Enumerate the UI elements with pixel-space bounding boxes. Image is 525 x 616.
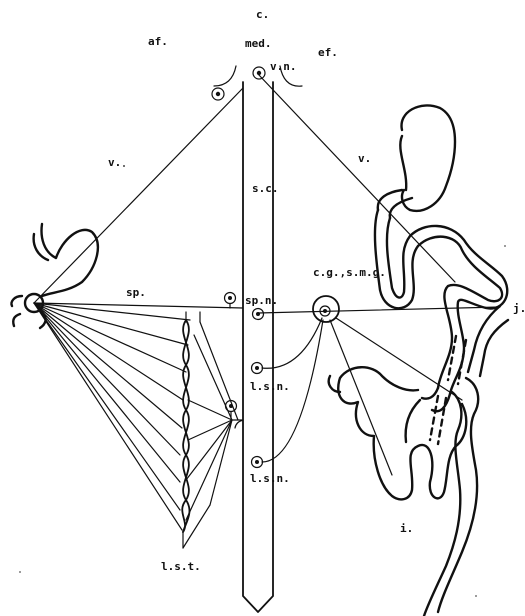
label-lsn-lower: l.s.n. — [250, 472, 290, 485]
neuron-sp-upper — [225, 293, 236, 309]
label-j: j. — [513, 302, 525, 315]
spinal-cord — [214, 66, 302, 612]
celiac-ganglion — [262, 296, 462, 475]
label-af: af. — [148, 35, 168, 48]
labels: c. af. med. ef. v.n. v. v. s.c. sp. sp.n… — [108, 8, 525, 573]
nerve-fan — [34, 303, 190, 530]
label-sc: s.c. — [252, 182, 279, 195]
label-sp: sp. — [126, 286, 146, 299]
label-med: med. — [245, 37, 272, 50]
label-vn: v.n. — [270, 60, 297, 73]
label-lst: l.s.t. — [161, 560, 201, 573]
cord-neurons — [212, 67, 265, 468]
right-stomach — [378, 105, 455, 218]
neuron-vn — [253, 67, 265, 79]
label-i: i. — [400, 522, 413, 535]
label-ef: ef. — [318, 46, 338, 59]
neuron-lsn-upper — [252, 363, 263, 374]
sympathetic-trunk — [182, 312, 243, 548]
label-spn: sp.n. — [245, 294, 278, 307]
neuron-lsn-lower — [252, 457, 263, 468]
label-v-right: v. — [358, 152, 371, 165]
jejunum-connector — [468, 306, 508, 376]
neuron-upper-left — [212, 88, 224, 100]
label-c: c. — [256, 8, 269, 21]
vagus-nerves — [34, 74, 455, 303]
label-v-left: v. — [108, 156, 121, 169]
label-cg-smg: c.g.,s.m.g. — [313, 266, 386, 279]
label-lsn-upper: l.s.n. — [250, 380, 290, 393]
right-intestine — [375, 210, 507, 411]
neuron-spn — [253, 309, 264, 320]
